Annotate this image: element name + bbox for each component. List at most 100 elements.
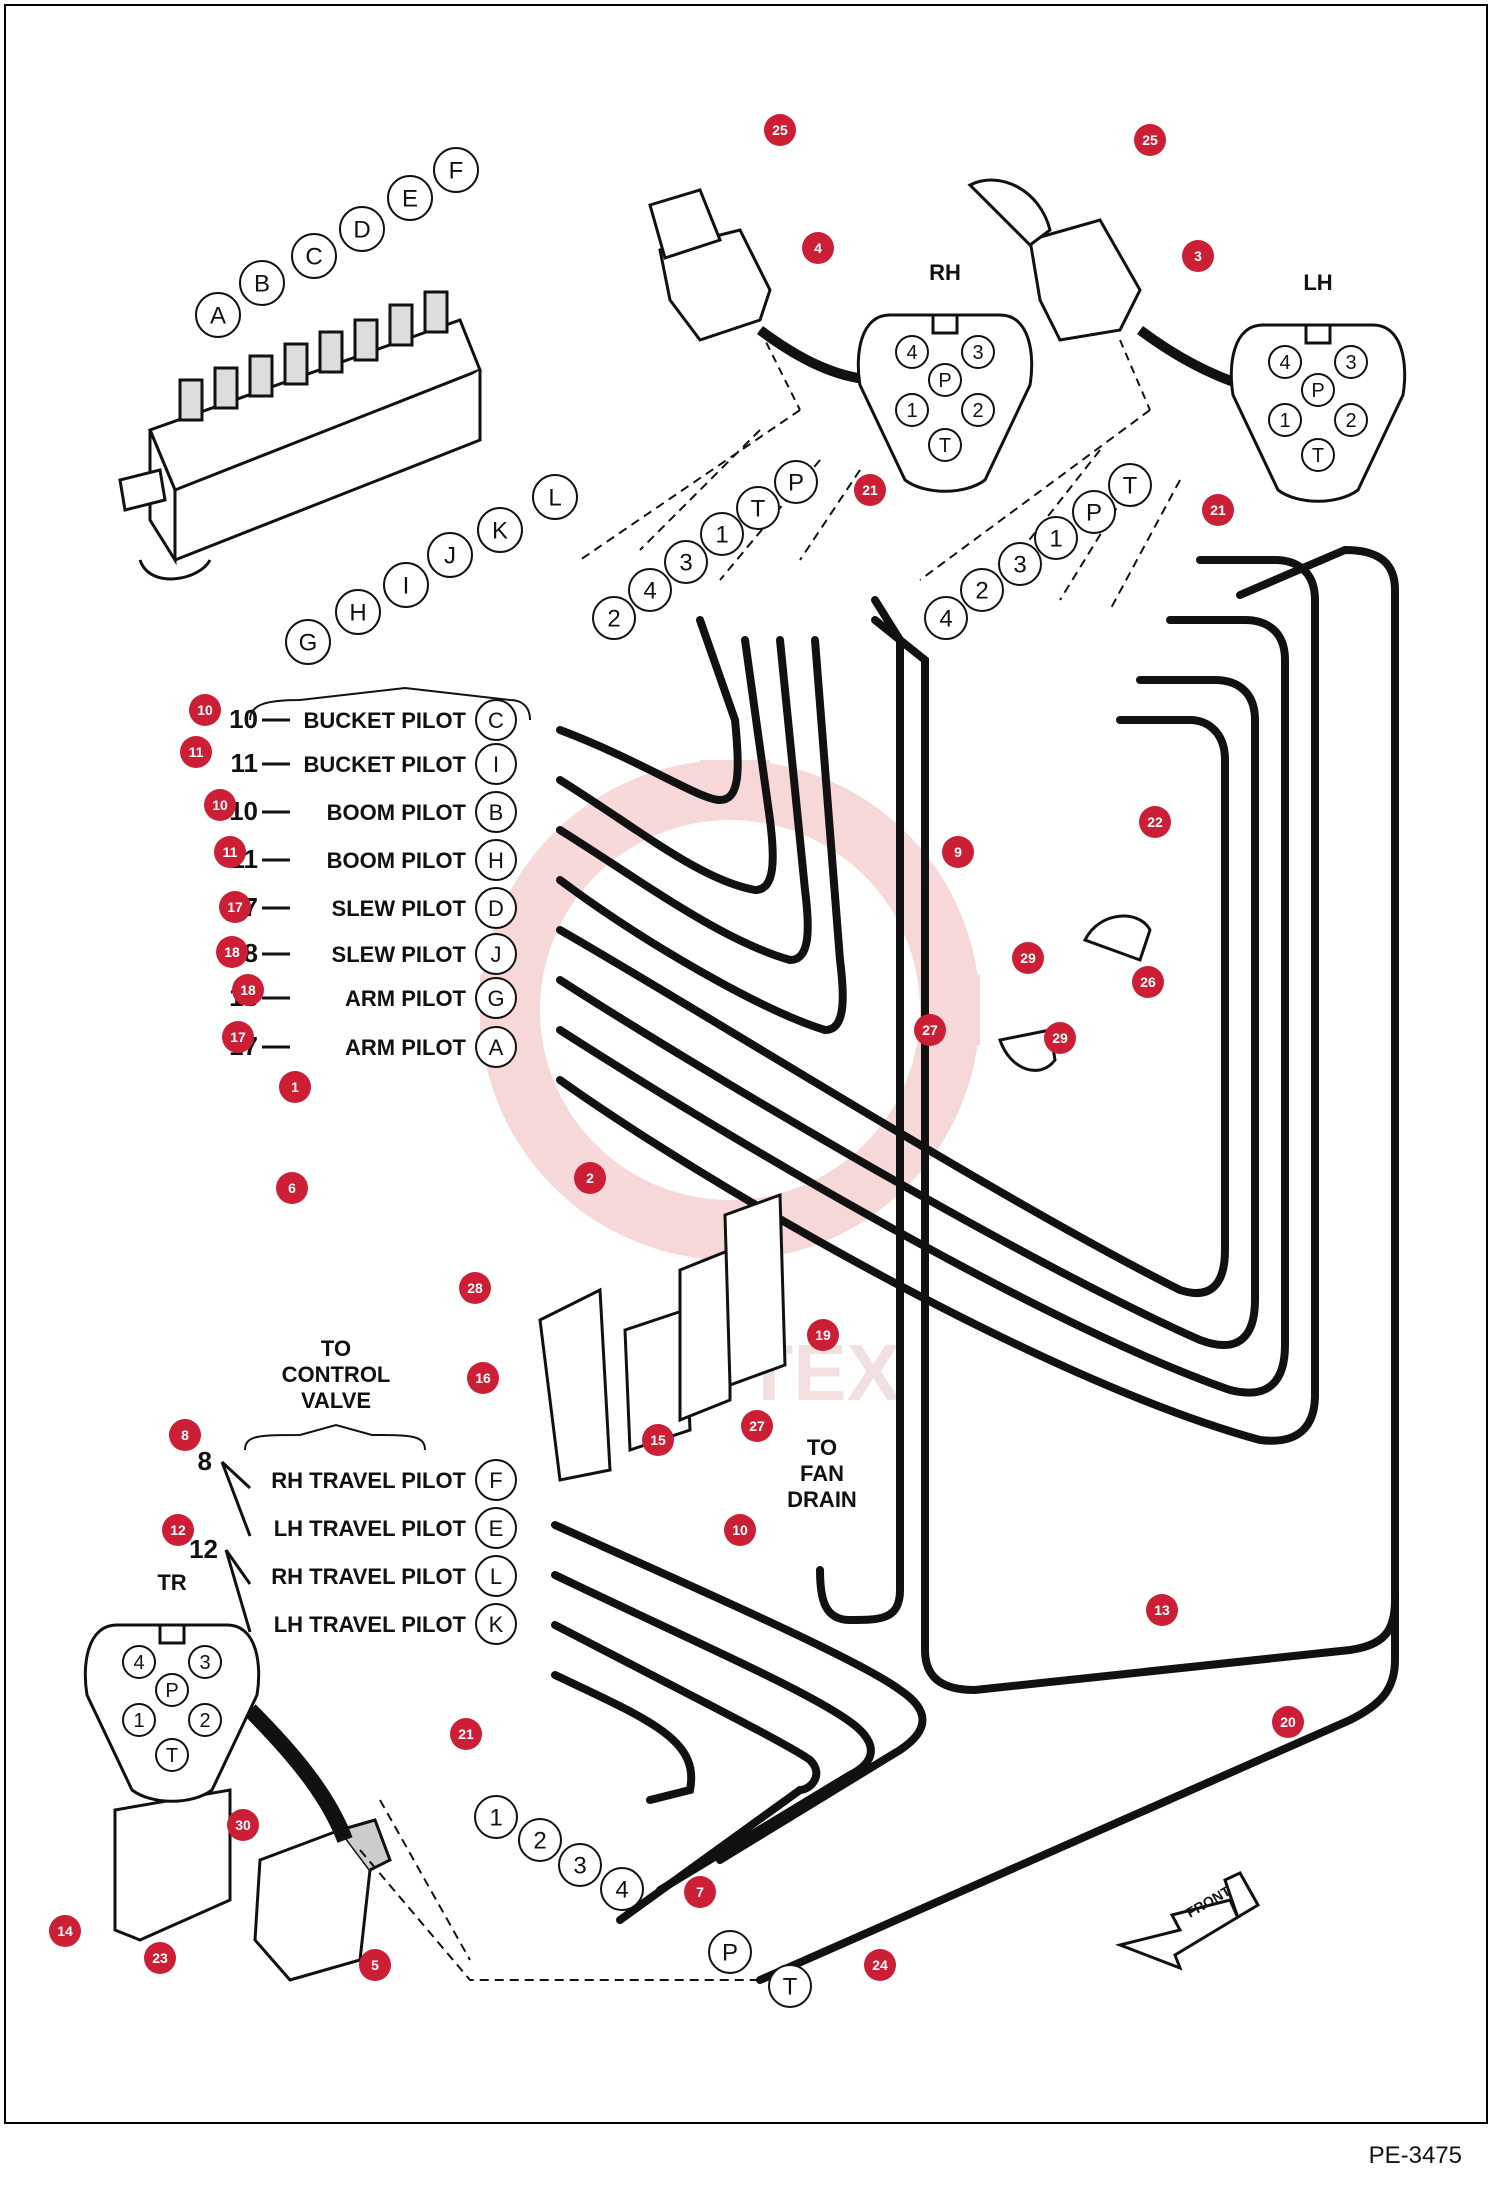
tr-pinout-outline bbox=[83, 1623, 261, 1803]
valve-port-k-ring bbox=[477, 507, 523, 553]
callout-7: 7 bbox=[684, 1876, 716, 1908]
lh-pin: T bbox=[1301, 438, 1335, 472]
callout-number: 11 bbox=[223, 844, 238, 860]
callout-badge bbox=[1012, 942, 1044, 974]
tr-line-port-text: 1 bbox=[489, 1805, 502, 1832]
callout-badge bbox=[467, 1362, 499, 1394]
tr-pin: T bbox=[155, 1738, 189, 1772]
tr-pin: 1 bbox=[122, 1703, 156, 1737]
lh-pin: 3 bbox=[1334, 345, 1368, 379]
rh-pin: 3 bbox=[961, 335, 995, 369]
callout-number: 26 bbox=[1140, 974, 1156, 990]
callout-number: 13 bbox=[1154, 1602, 1170, 1618]
rh-line-port-text: 4 bbox=[643, 578, 656, 605]
pilot-line-text: BOOM PILOT bbox=[327, 848, 467, 873]
pilot-port: C bbox=[475, 699, 517, 741]
valve-port-g-text: G bbox=[299, 630, 318, 657]
tr-pin-text: P bbox=[165, 1680, 178, 1702]
valve-port-f: F bbox=[433, 147, 479, 193]
tr-pin-text: T bbox=[166, 1745, 178, 1767]
callout-number: 22 bbox=[1147, 814, 1163, 830]
rh-pin-text: P bbox=[938, 370, 951, 392]
callout-27: 27 bbox=[741, 1410, 773, 1442]
rh-pin-text: 2 bbox=[972, 400, 983, 422]
callout-number: 10 bbox=[197, 702, 213, 718]
callout-badge bbox=[144, 1942, 176, 1974]
rh-pin-text: 3 bbox=[972, 342, 983, 364]
lh-line-port-ring bbox=[1108, 463, 1152, 507]
callout-badge bbox=[864, 1949, 896, 1981]
callout-badge bbox=[1272, 1706, 1304, 1738]
travel-port-ring bbox=[475, 1507, 517, 1549]
travel-group-leaders bbox=[220, 1460, 252, 1633]
callout-10: 10 bbox=[204, 789, 236, 821]
svg-text:TO: TO bbox=[321, 1336, 351, 1361]
pilot-line-text: BUCKET PILOT bbox=[303, 708, 466, 733]
tr-pin: 3 bbox=[188, 1645, 222, 1679]
pilot-port-text: D bbox=[488, 896, 504, 921]
travel-group-num: 12 bbox=[189, 1534, 218, 1564]
callout-badge bbox=[216, 936, 248, 968]
lh-line-port-text: P bbox=[1086, 500, 1102, 527]
callout-badge bbox=[204, 789, 236, 821]
tr-pin: P bbox=[155, 1673, 189, 1707]
callout-23: 23 bbox=[144, 1942, 176, 1974]
callout-number: 23 bbox=[152, 1950, 168, 1966]
pilot-port-text: G bbox=[487, 986, 504, 1011]
pilot-hoses bbox=[551, 545, 1399, 1984]
travel-port-ring bbox=[475, 1603, 517, 1645]
callout-21: 21 bbox=[1202, 494, 1234, 526]
rh-pin-ring bbox=[961, 335, 995, 369]
travel-pedal-valve bbox=[113, 1704, 392, 1982]
lh-pin-text: 1 bbox=[1279, 410, 1290, 432]
tr-line-port-text: 3 bbox=[573, 1853, 586, 1880]
rh-line-port: 1 bbox=[700, 512, 744, 556]
callout-2: 2 bbox=[574, 1162, 606, 1194]
lh-line-port: T bbox=[1108, 463, 1152, 507]
valve-port-f-ring bbox=[433, 147, 479, 193]
callout-26: 26 bbox=[1132, 966, 1164, 998]
callout-badge bbox=[914, 1014, 946, 1046]
callout-number: 25 bbox=[1142, 132, 1158, 148]
pilot-port-ring bbox=[475, 791, 517, 833]
callout-badge bbox=[222, 1021, 254, 1053]
lh-line-port-text: 2 bbox=[975, 578, 988, 605]
callout-badge bbox=[574, 1162, 606, 1194]
valve-port-i: I bbox=[383, 562, 429, 608]
pilot-port-ring bbox=[475, 887, 517, 929]
tr-line-port: 3 bbox=[558, 1843, 602, 1887]
callout-badge bbox=[1134, 124, 1166, 156]
travel-line-text: LH TRAVEL PILOT bbox=[274, 1516, 467, 1541]
valve-port-d-text: D bbox=[353, 217, 370, 244]
to-fan-drain-note: TO FAN DRAIN bbox=[787, 1435, 857, 1512]
rh-pin: P bbox=[928, 363, 962, 397]
travel-line-text: RH TRAVEL PILOT bbox=[271, 1468, 466, 1493]
rh-line-port: 2 bbox=[592, 596, 636, 640]
tr-pin: 4 bbox=[122, 1645, 156, 1679]
callout-number: 16 bbox=[475, 1370, 491, 1386]
lh-line-port-text: 4 bbox=[939, 606, 952, 633]
valve-port-c-ring bbox=[291, 233, 337, 279]
callout-27: 27 bbox=[914, 1014, 946, 1046]
lh-pin-text: P bbox=[1311, 380, 1324, 402]
travel-port: F bbox=[475, 1459, 517, 1501]
callout-badge bbox=[1132, 966, 1164, 998]
valve-port-j-ring bbox=[427, 532, 473, 578]
lh-pin: 4 bbox=[1268, 345, 1302, 379]
tr-line-port-ring bbox=[768, 1964, 812, 2008]
valve-port-k-text: K bbox=[492, 518, 508, 545]
callout-29: 29 bbox=[1012, 942, 1044, 974]
svg-text:CONTROL: CONTROL bbox=[282, 1362, 391, 1387]
pilot-port: D bbox=[475, 887, 517, 929]
travel-port-text: F bbox=[489, 1468, 502, 1493]
lh-pin-ring bbox=[1268, 345, 1302, 379]
callout-14: 14 bbox=[49, 1915, 81, 1947]
callout-30: 30 bbox=[227, 1809, 259, 1841]
valve-port-i-text: I bbox=[403, 573, 410, 600]
tr-pin-text: 1 bbox=[133, 1710, 144, 1732]
callout-number: 30 bbox=[235, 1817, 251, 1833]
valve-port-c: C bbox=[291, 233, 337, 279]
